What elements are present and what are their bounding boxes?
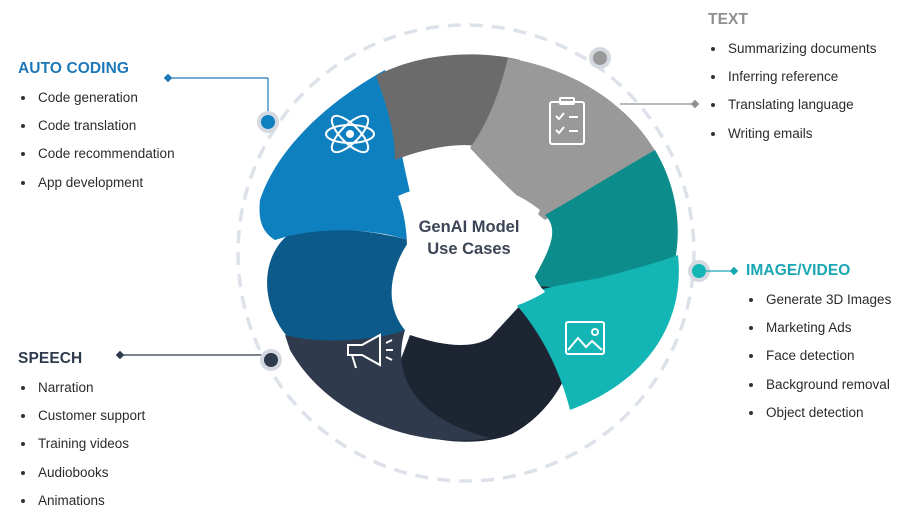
petal-image — [512, 255, 679, 410]
auto-coding-list: Code generation Code translation Code re… — [18, 89, 175, 202]
megaphone-icon — [347, 333, 393, 369]
list-item: Customer support — [18, 407, 145, 435]
image-video-section: IMAGE/VIDEO Generate 3D Images Marketing… — [746, 262, 891, 432]
list-item: Writing emails — [708, 125, 877, 153]
clipboard-checklist-icon — [549, 97, 585, 145]
connector-auto — [163, 73, 279, 133]
list-item: Animations — [18, 492, 145, 520]
list-item: Generate 3D Images — [746, 291, 891, 319]
list-item: Marketing Ads — [746, 319, 891, 347]
list-item: Summarizing documents — [708, 40, 877, 68]
list-item: Translating language — [708, 96, 877, 124]
list-item: Code recommendation — [18, 145, 175, 173]
petal-image-dark — [530, 150, 678, 300]
outer-dashed-ring — [236, 23, 696, 483]
connector-speech — [115, 349, 282, 371]
list-item: Narration — [18, 379, 145, 407]
connector-text — [589, 47, 700, 109]
speech-list: Narration Customer support Training vide… — [18, 379, 145, 520]
list-item: Object detection — [746, 404, 891, 432]
petal-text — [470, 58, 660, 220]
center-title: GenAI Model Use Cases — [404, 216, 534, 260]
list-item: App development — [18, 174, 175, 202]
list-item: Training videos — [18, 435, 145, 463]
list-item: Inferring reference — [708, 68, 877, 96]
list-item: Code translation — [18, 117, 175, 145]
auto-coding-title: AUTO CODING — [18, 60, 130, 77]
text-title: TEXT — [708, 11, 749, 28]
auto-coding-section: AUTO CODING Code generation Code transla… — [18, 60, 175, 202]
center-shape — [398, 182, 545, 315]
petal-autocoding — [259, 70, 420, 244]
text-section: TEXT Summarizing documents Inferring ref… — [708, 11, 877, 153]
list-item: Code generation — [18, 89, 175, 117]
connector-image — [688, 260, 739, 282]
petal-speech — [285, 330, 490, 441]
list-item: Face detection — [746, 347, 891, 375]
center-title-line2: Use Cases — [427, 240, 511, 258]
image-icon — [565, 321, 605, 355]
speech-section: SPEECH Narration Customer support Traini… — [18, 350, 145, 520]
petal-autocoding-dark — [267, 228, 410, 341]
speech-title: SPEECH — [18, 350, 83, 367]
list-item: Audiobooks — [18, 464, 145, 492]
image-video-title: IMAGE/VIDEO — [746, 262, 851, 279]
image-video-list: Generate 3D Images Marketing Ads Face de… — [746, 291, 891, 432]
text-list: Summarizing documents Inferring referenc… — [708, 40, 877, 153]
center-title-line1: GenAI Model — [418, 218, 520, 236]
atom-icon — [325, 114, 375, 154]
list-item: Background removal — [746, 376, 891, 404]
pinwheel — [259, 54, 679, 442]
